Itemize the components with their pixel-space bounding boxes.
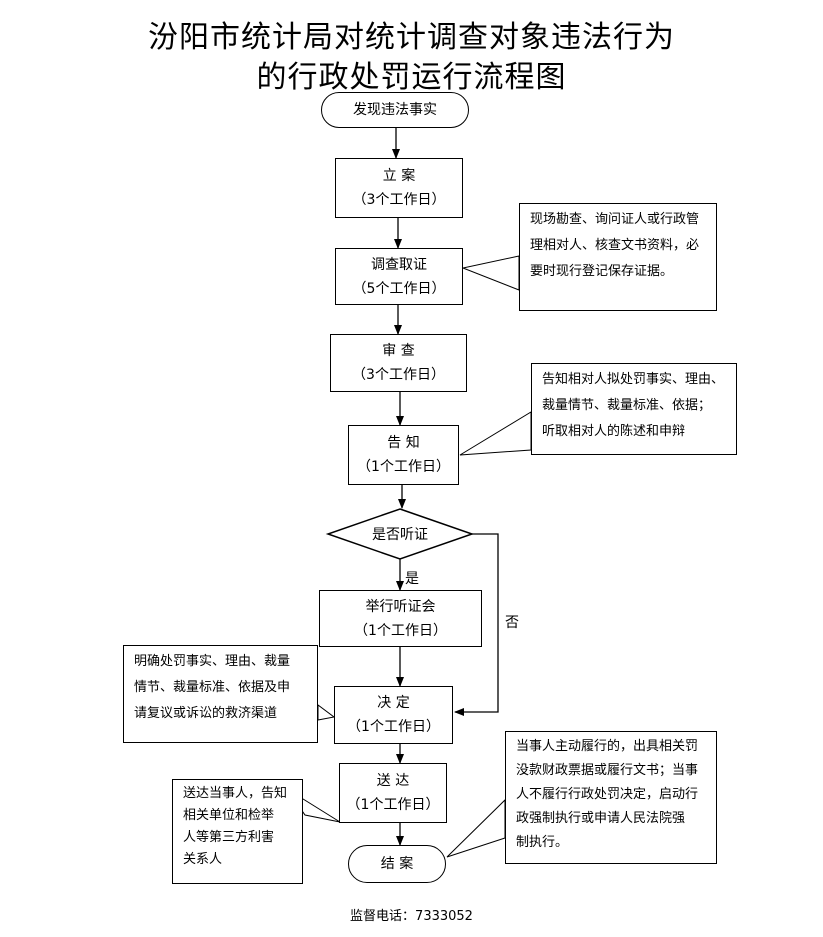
note-delivery-line: 人等第三方利害	[183, 830, 275, 845]
note-investigation-line: 理相对人、核查文书资料，必	[530, 238, 700, 253]
note-end-line: 当事人主动履行的，出具相关罚	[516, 739, 699, 754]
edge-label-yes: 是	[405, 571, 419, 587]
note-investigation-line: 现场勘查、询问证人或行政管	[530, 212, 700, 227]
node-notice: 告 知 （1个工作日）	[348, 425, 459, 485]
callout-pointer-end	[446, 798, 506, 858]
title-line-1: 汾阳市统计局对统计调查对象违法行为	[148, 20, 675, 55]
note-notice-line: 裁量情节、裁量标准、依据；	[542, 398, 712, 413]
node-decision-days: （1个工作日）	[347, 719, 440, 735]
node-start: 发现违法事实	[321, 92, 469, 128]
note-decision-line: 明确处罚事实、理由、裁量	[134, 654, 291, 669]
node-filing-days: （3个工作日）	[352, 192, 446, 208]
node-review: 审 查 （3个工作日）	[330, 334, 467, 392]
edge-no	[454, 533, 499, 716]
note-notice-line: 告知相对人拟处罚事实、理由、	[542, 372, 725, 387]
note-decision-line: 情节、裁量标准、依据及申	[134, 680, 291, 695]
note-decision-line: 请复议或诉讼的救济渠道	[134, 706, 278, 721]
node-delivery-days: （1个工作日）	[346, 797, 440, 813]
supervision-phone: 监督电话：7333052	[350, 909, 473, 924]
edge-label-no: 否	[505, 615, 519, 631]
note-end-line: 制执行。	[516, 835, 569, 850]
node-start-label: 发现违法事实	[353, 102, 437, 118]
note-end-line: 政强制执行或申请人民法院强	[516, 811, 686, 826]
node-decision-label: 决 定	[377, 695, 410, 711]
node-decision: 决 定 （1个工作日）	[334, 686, 453, 744]
note-end-line: 人不履行行政处罚决定，启动行	[516, 787, 699, 802]
node-filing-label: 立 案	[382, 168, 416, 184]
note-delivery-line: 相关单位和检举	[183, 808, 275, 823]
node-hearing-decision-label: 是否听证	[372, 527, 428, 543]
node-investigation: 调查取证 （5个工作日）	[335, 248, 463, 305]
note-investigation-line: 要时现行登记保存证据。	[530, 264, 674, 279]
note-investigation: 现场勘查、询问证人或行政管 理相对人、核查文书资料，必 要时现行登记保存证据。	[519, 203, 717, 311]
hearing-decision-diamond	[325, 508, 475, 560]
note-decision: 明确处罚事实、理由、裁量 情节、裁量标准、依据及申 请复议或诉讼的救济渠道	[123, 645, 318, 743]
callout-pointer-decision	[317, 704, 336, 721]
note-notice: 告知相对人拟处罚事实、理由、 裁量情节、裁量标准、依据； 听取相对人的陈述和申辩	[531, 363, 737, 455]
note-notice-line: 听取相对人的陈述和申辩	[542, 424, 686, 439]
node-notice-days: （1个工作日）	[357, 459, 450, 475]
node-end-label: 结 案	[380, 856, 414, 872]
note-end-line: 没款财政票据或履行文书；当事	[516, 763, 699, 778]
node-delivery: 送 达 （1个工作日）	[339, 763, 447, 823]
callout-pointer-investigation	[461, 255, 520, 291]
title-line-2: 的行政处罚运行流程图	[256, 60, 567, 95]
note-delivery-line: 关系人	[183, 852, 223, 867]
node-notice-label: 告 知	[387, 435, 420, 451]
node-investigation-days: （5个工作日）	[352, 280, 446, 297]
note-delivery-line: 送达当事人，告知	[183, 786, 288, 801]
node-end: 结 案	[348, 845, 446, 883]
node-hearing-label: 举行听证会	[365, 598, 436, 615]
node-hearing: 举行听证会 （1个工作日）	[319, 590, 482, 647]
node-hearing-days: （1个工作日）	[354, 622, 447, 639]
node-filing: 立 案 （3个工作日）	[335, 158, 463, 218]
node-review-days: （3个工作日）	[352, 367, 445, 383]
note-delivery: 送达当事人，告知 相关单位和检举 人等第三方利害 关系人	[172, 779, 303, 884]
node-review-label: 审 查	[382, 343, 415, 359]
node-investigation-label: 调查取证	[371, 256, 427, 273]
note-end: 当事人主动履行的，出具相关罚 没款财政票据或履行文书；当事 人不履行行政处罚决定…	[505, 731, 717, 864]
callout-pointer-notice	[459, 411, 532, 456]
node-delivery-label: 送 达	[376, 773, 410, 789]
